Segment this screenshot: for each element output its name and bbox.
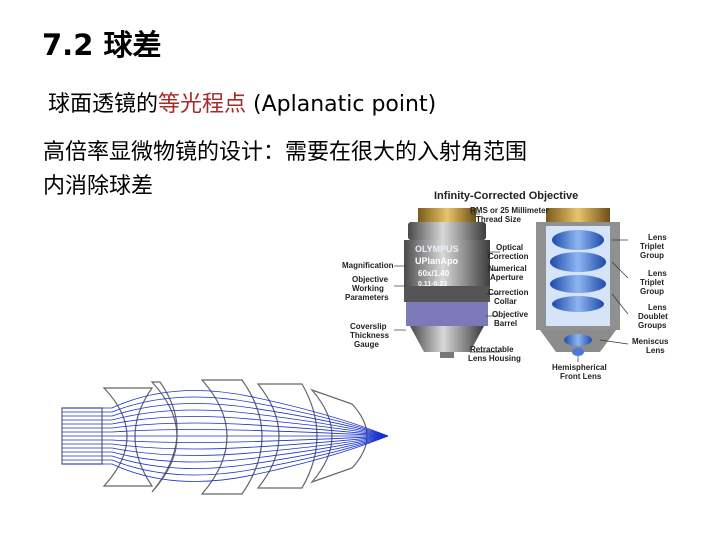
label-triplet1-1: Lens [648,233,667,242]
brand-text: OLYMPUS [415,244,459,254]
label-triplet2-1: Lens [648,269,667,278]
spec-text: 60x/1.40 [418,269,450,278]
upper-barrel [408,222,486,240]
lens-outlines [62,380,367,494]
objective-cutaway [536,208,620,356]
collar-range-text: 0.11-0.23 [418,281,447,288]
ray-path [62,436,388,443]
label-na-2: Aperture [490,273,524,282]
label-barrel-2: Barrel [494,319,517,328]
label-triplet1-3: Group [640,251,664,260]
label-magnification: Magnification [342,261,394,270]
thread-ring [418,208,476,222]
ray-path [62,391,388,437]
label-na-1: Numerical [488,264,527,273]
label-doublet-3: Groups [638,321,667,330]
hemispherical-front-lens [572,348,584,356]
lens-doublet-1 [550,275,606,293]
ray-path [62,436,388,482]
front-lens-tip [440,352,454,358]
lens-doublet-2 [552,296,604,312]
label-optical-2: Correction [488,252,529,261]
label-coverslip-3: Gauge [354,340,379,349]
label-retract-1: Retractable [470,345,514,354]
model-text: UPlanApo [415,256,459,266]
label-coverslip-2: Thickness [350,331,390,340]
label-meniscus-2: Lens [646,346,665,355]
label-collar-1: Correction [488,288,529,297]
label-optical-1: Optical [496,243,523,252]
label-coverslip-1: Coverslip [350,322,387,331]
lens-triplet-1 [552,230,604,250]
label-collar-2: Collar [494,297,517,306]
label-objective-params-2: Working [352,284,384,293]
label-objective-params-1: Objective [352,275,389,284]
label-barrel-1: Objective [492,310,529,319]
rays [62,391,388,482]
meniscus-lens [564,334,592,346]
label-triplet2-2: Triplet [640,278,664,287]
label-hemi-2: Front Lens [560,372,602,381]
label-triplet2-3: Group [640,287,664,296]
ray-path [62,430,388,437]
lens-element-2 [104,388,152,486]
label-retract-2: Lens Housing [468,354,521,363]
lens-triplet-2 [550,252,606,272]
label-meniscus-1: Meniscus [632,337,669,346]
cutaway-thread [546,208,610,222]
label-rms-1: RMS or 25 Millimeter [470,206,549,215]
label-objective-params-3: Parameters [345,293,389,302]
label-doublet-2: Doublet [638,312,668,321]
label-doublet-1: Lens [648,303,667,312]
label-triplet1-2: Triplet [640,242,664,251]
objective-exterior: OLYMPUS UPlanApo 60x/1.40 0.11-0.23 [404,208,490,358]
label-hemi-1: Hemispherical [552,363,607,372]
lower-barrel [406,302,488,326]
correction-collar [404,286,490,302]
ray-trace-diagram [52,368,392,518]
label-rms-2: Thread Size [476,215,521,224]
